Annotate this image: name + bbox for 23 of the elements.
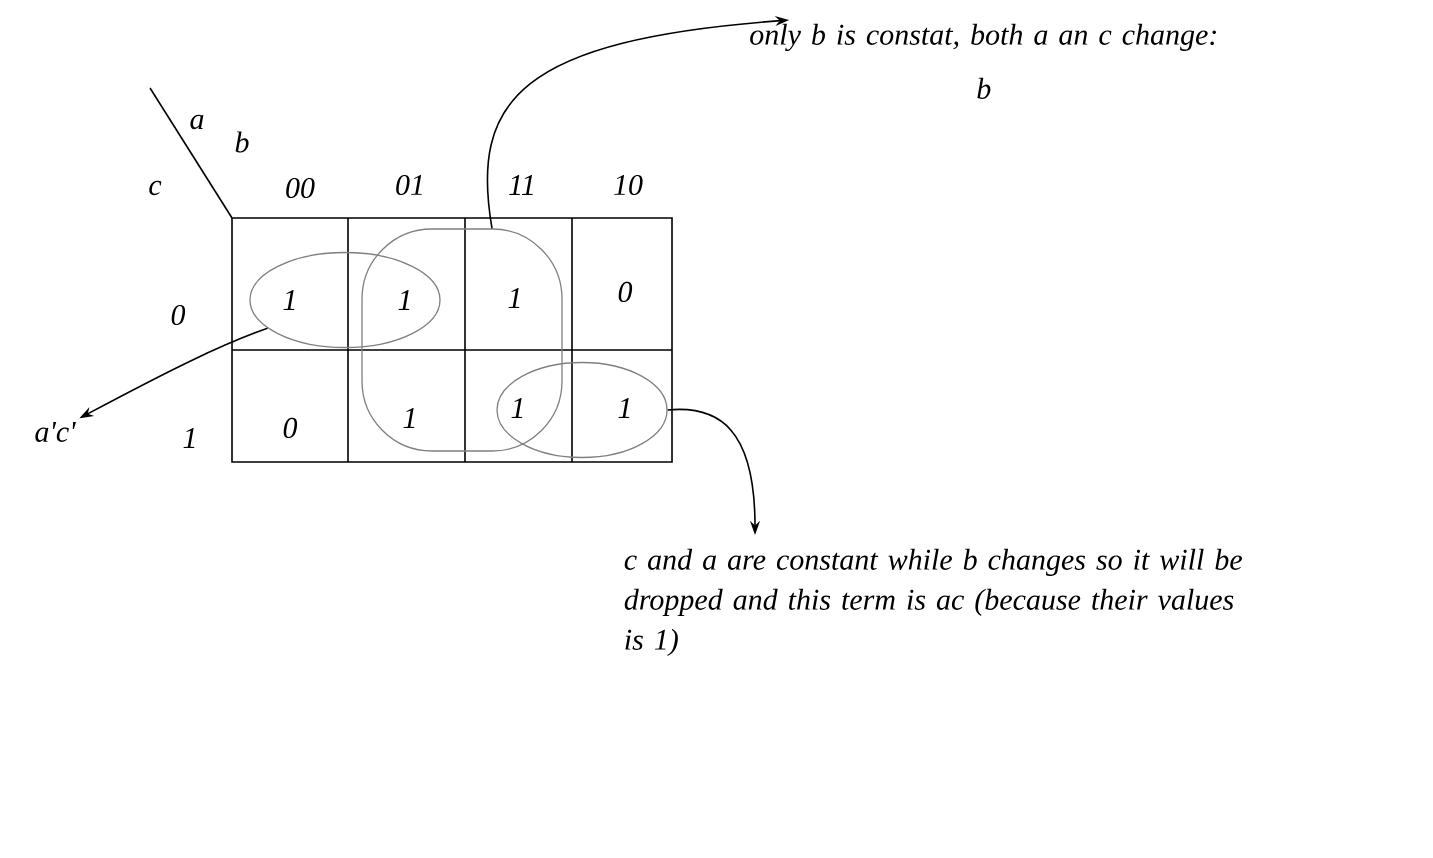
column-label: 00 [286, 177, 315, 199]
column-label: 10 [614, 174, 643, 196]
cell-value: 0 [283, 417, 298, 439]
grouping-loop [496, 361, 668, 459]
column-label: 01 [396, 174, 422, 196]
row-label: 1 [183, 428, 195, 448]
annotation-text: c and a are constant while b changes so it will be dropped and this term is ac (because their values is 1) [624, 548, 1242, 656]
annotation-text: a'c' [35, 422, 76, 442]
cell-value: 1 [508, 288, 520, 308]
cell-value: 1 [511, 398, 523, 418]
cell-value: 1 [403, 408, 415, 428]
axis-label: b [235, 131, 249, 153]
axis-label: a [190, 114, 204, 130]
column-label: 11 [509, 175, 533, 195]
grouping-loop [249, 251, 441, 349]
annotation-text: only b is constat, both a an c change: b [750, 23, 1216, 99]
cell-value: 1 [398, 290, 410, 310]
grouping-loop [361, 228, 563, 452]
row-label: 0 [171, 304, 186, 326]
cell-value: 0 [618, 281, 633, 303]
axis-label: c [149, 180, 162, 196]
cell-value: 1 [283, 290, 295, 310]
cell-value: 1 [618, 398, 630, 418]
